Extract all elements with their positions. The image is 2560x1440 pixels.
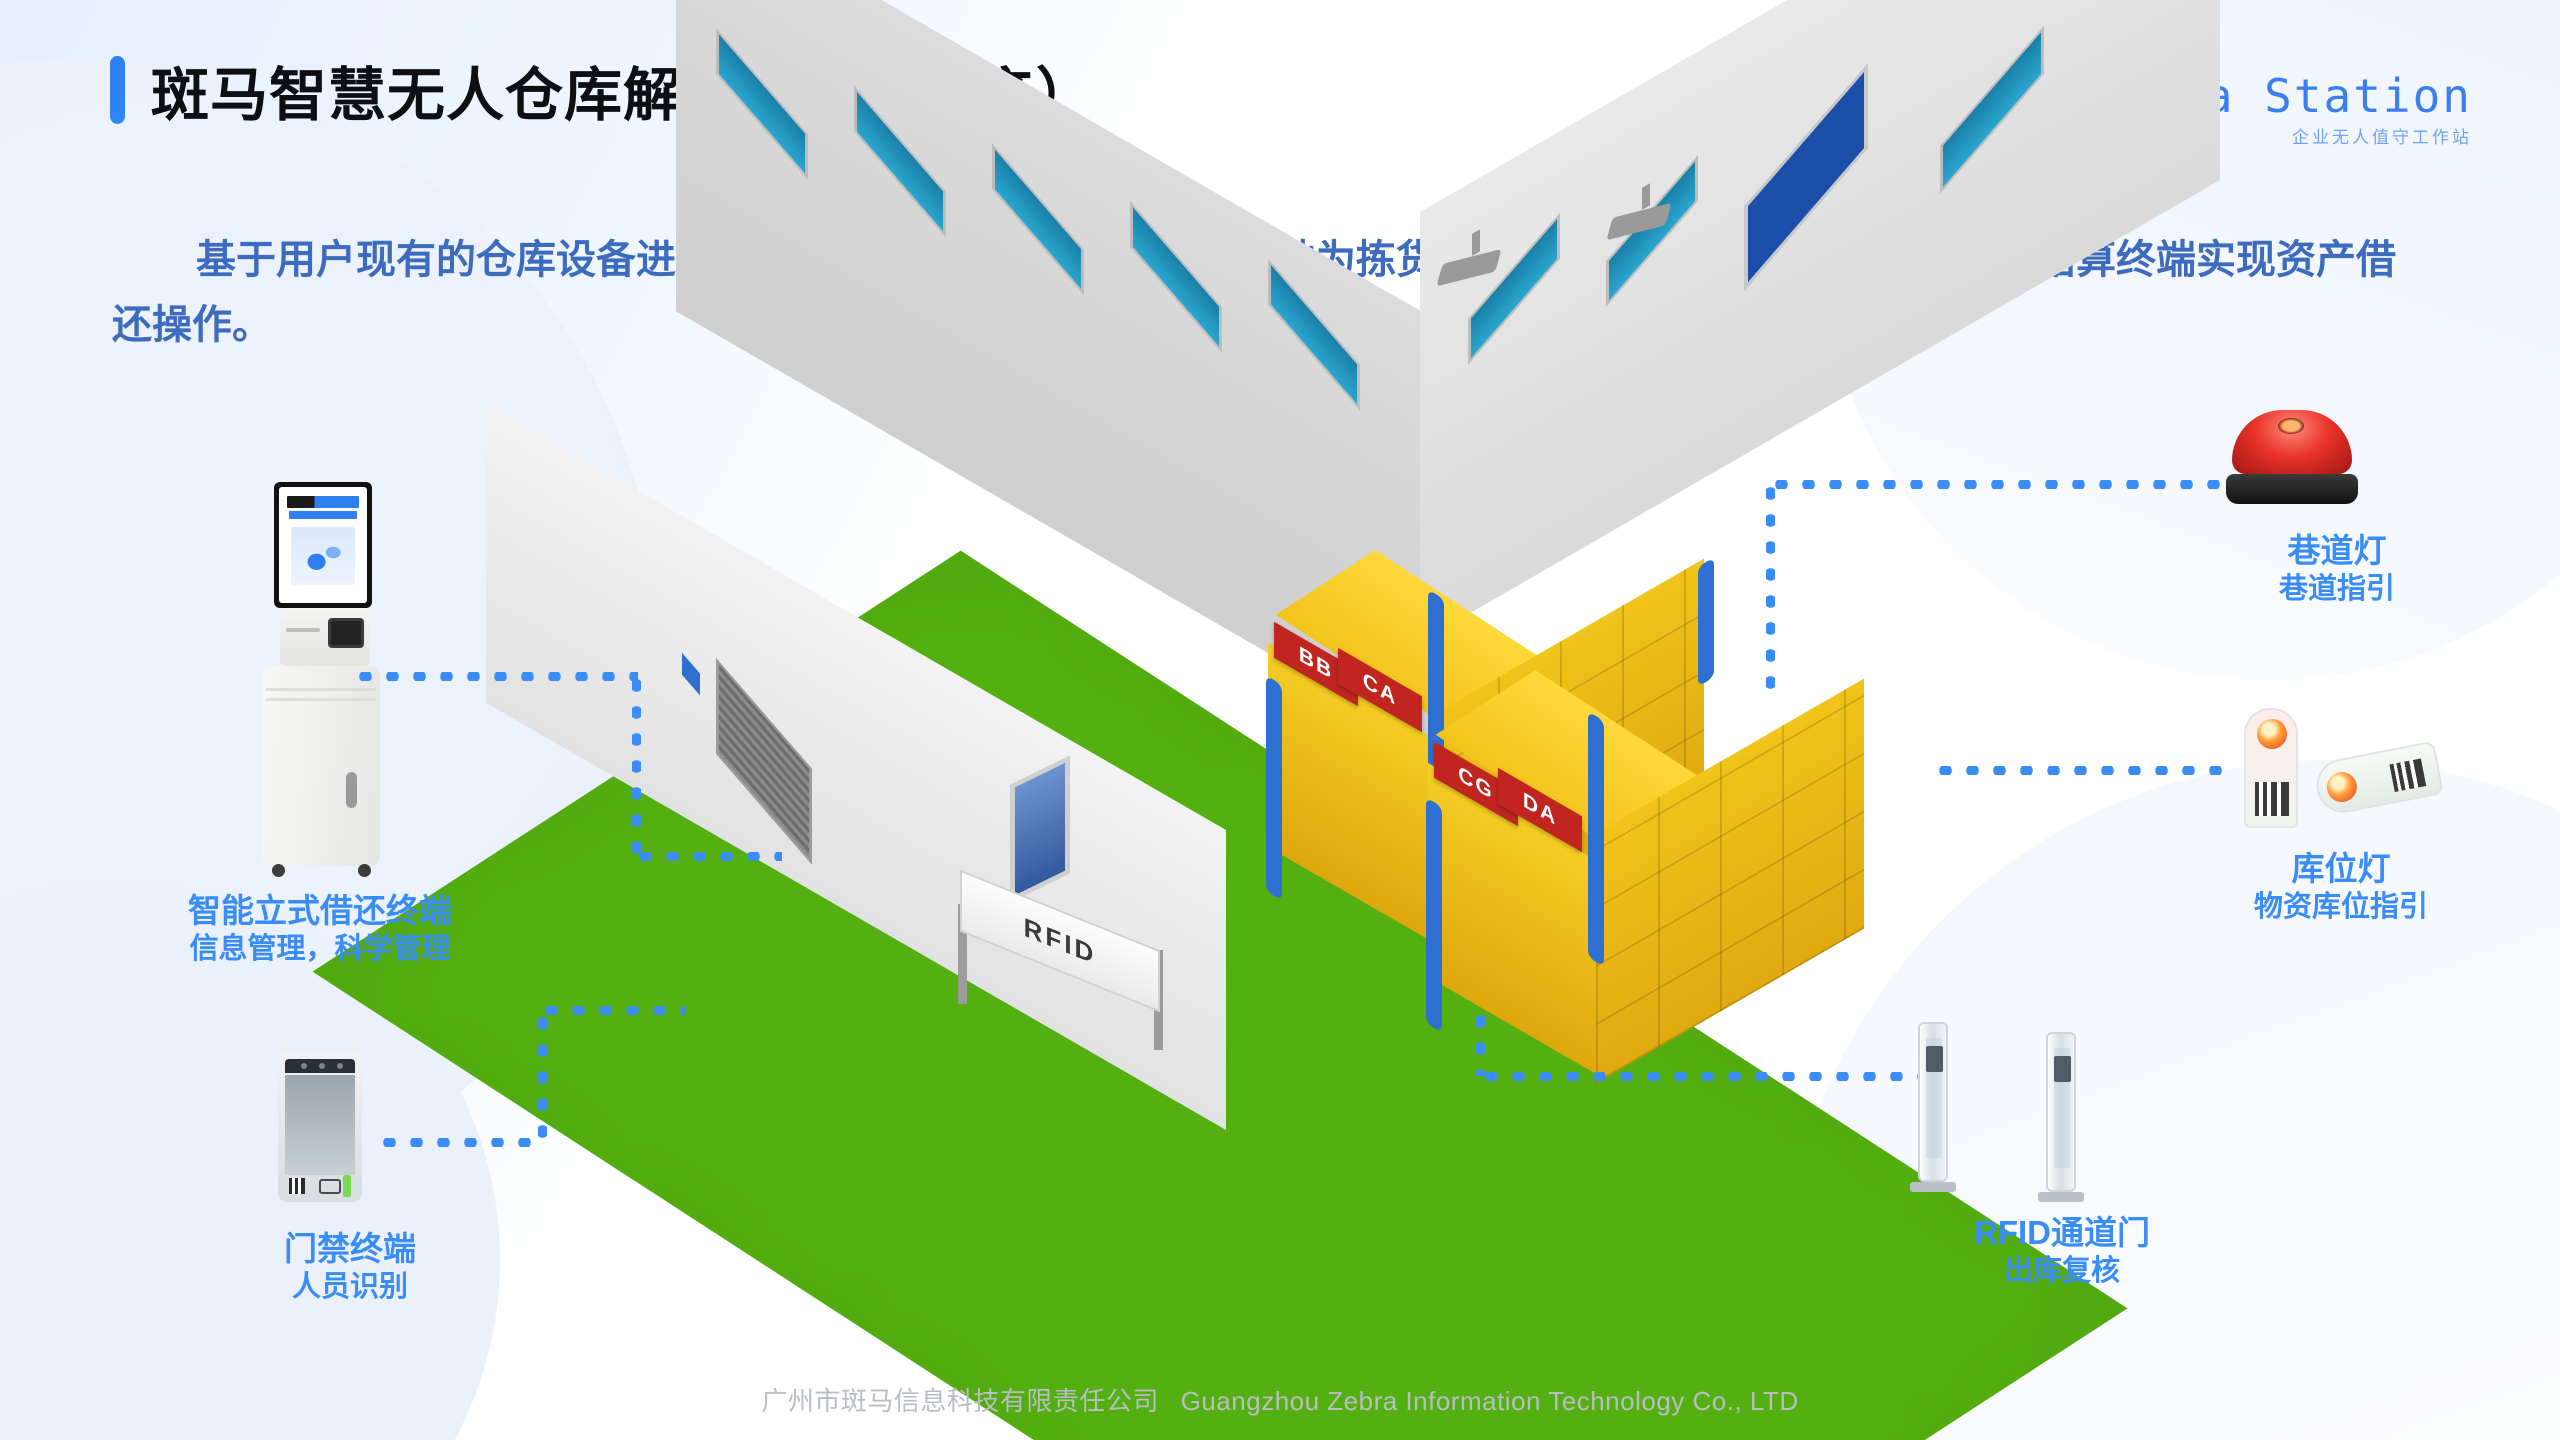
- kiosk-cabinet: [262, 666, 380, 866]
- connector-rfid-gate: [1478, 1072, 1918, 1081]
- label-kiosk-title: 智能立式借还终端: [188, 892, 452, 929]
- label-access-terminal: 门禁终端 人员识别: [190, 1228, 510, 1306]
- label-aisle-title: 巷道灯: [2287, 532, 2387, 569]
- label-bin-light: 库位灯 物资库位指引: [2156, 848, 2526, 926]
- device-aisle-beacon: [2226, 410, 2358, 504]
- status-led: [343, 1175, 351, 1197]
- device-rfid-gate: [1910, 1022, 2108, 1212]
- connector-kiosk-end: [632, 852, 782, 861]
- device-self-service-kiosk: [262, 482, 386, 882]
- window: [992, 143, 1084, 296]
- label-rfid-subtitle: 出库复核: [2003, 1255, 2120, 1288]
- label-kiosk: 智能立式借还终端 信息管理，科学管理: [110, 890, 530, 968]
- window: [1268, 258, 1360, 411]
- red-beacon-light-icon: [2232, 410, 2352, 474]
- device-bin-light-vertical: [2244, 708, 2298, 828]
- tag-qr-code: [2255, 782, 2289, 816]
- title-accent-bar: [110, 56, 125, 124]
- label-kiosk-subtitle: 信息管理，科学管理: [189, 933, 451, 966]
- window: [854, 85, 946, 238]
- label-rfid-title: RFID通道门: [1974, 1214, 2150, 1251]
- connector-access-end: [538, 1006, 686, 1015]
- self-service-kiosk-icon: [274, 482, 372, 608]
- kiosk-card-slot: [286, 628, 320, 632]
- connector-beacon-vertical: [1766, 480, 1775, 692]
- label-access-title: 门禁终端: [284, 1230, 416, 1267]
- label-aisle-subtitle: 巷道指引: [2278, 573, 2395, 606]
- connector-bin-light: [1932, 766, 2232, 775]
- cctv-camera-icon: [1436, 218, 1502, 296]
- connector-access-terminal: [376, 1138, 544, 1147]
- face-recognition-terminal-icon: [278, 1052, 362, 1202]
- beacon-base: [2226, 474, 2358, 504]
- label-bin-title: 库位灯: [2291, 850, 2391, 887]
- label-aisle-light: 巷道灯 巷道指引: [2172, 530, 2502, 608]
- label-access-subtitle: 人员识别: [291, 1271, 408, 1304]
- tag-led: [2324, 769, 2360, 805]
- device-bin-light-horizontal: [2311, 740, 2445, 818]
- connector-access-vertical: [538, 1010, 547, 1142]
- connector-beacon: [1768, 480, 2220, 489]
- qr-scanner-icon: [289, 1178, 305, 1194]
- wall-display-panel: [1744, 63, 1868, 291]
- roller-door: [716, 657, 812, 865]
- tag-led: [2257, 719, 2287, 749]
- label-rfid-gate: RFID通道门 出库复核: [1862, 1212, 2262, 1290]
- door-control-panel: [682, 652, 700, 696]
- kiosk-scanner: [328, 618, 364, 648]
- terminal-display: [285, 1075, 355, 1175]
- label-bin-subtitle: 物资库位指引: [2253, 891, 2428, 924]
- tag-qr-code: [2389, 758, 2427, 793]
- shelf-tag-light-icon: [2244, 708, 2298, 828]
- connector-kiosk: [352, 672, 638, 681]
- window: [1940, 25, 2044, 194]
- connector-kiosk-vertical: [632, 672, 641, 858]
- footer: 广州市斑马信息科技有限责任公司 Guangzhou Zebra Informat…: [0, 1381, 2560, 1418]
- kiosk-door-handle: [346, 772, 357, 808]
- device-access-terminal: [278, 1052, 362, 1202]
- shelf-tag-light-icon: [2311, 740, 2445, 818]
- footer-company-en: Guangzhou Zebra Information Technology C…: [1180, 1386, 1799, 1416]
- connector-rfid-vertical: [1476, 1008, 1485, 1076]
- window: [1130, 200, 1222, 354]
- card-reader-icon: [319, 1179, 341, 1194]
- footer-company-cn: 广州市斑马信息科技有限责任公司: [761, 1386, 1159, 1416]
- window: [716, 27, 808, 180]
- logo-tagline: 企业无人值守工作站: [2292, 127, 2472, 147]
- rfid-gantry-post: [958, 904, 967, 1004]
